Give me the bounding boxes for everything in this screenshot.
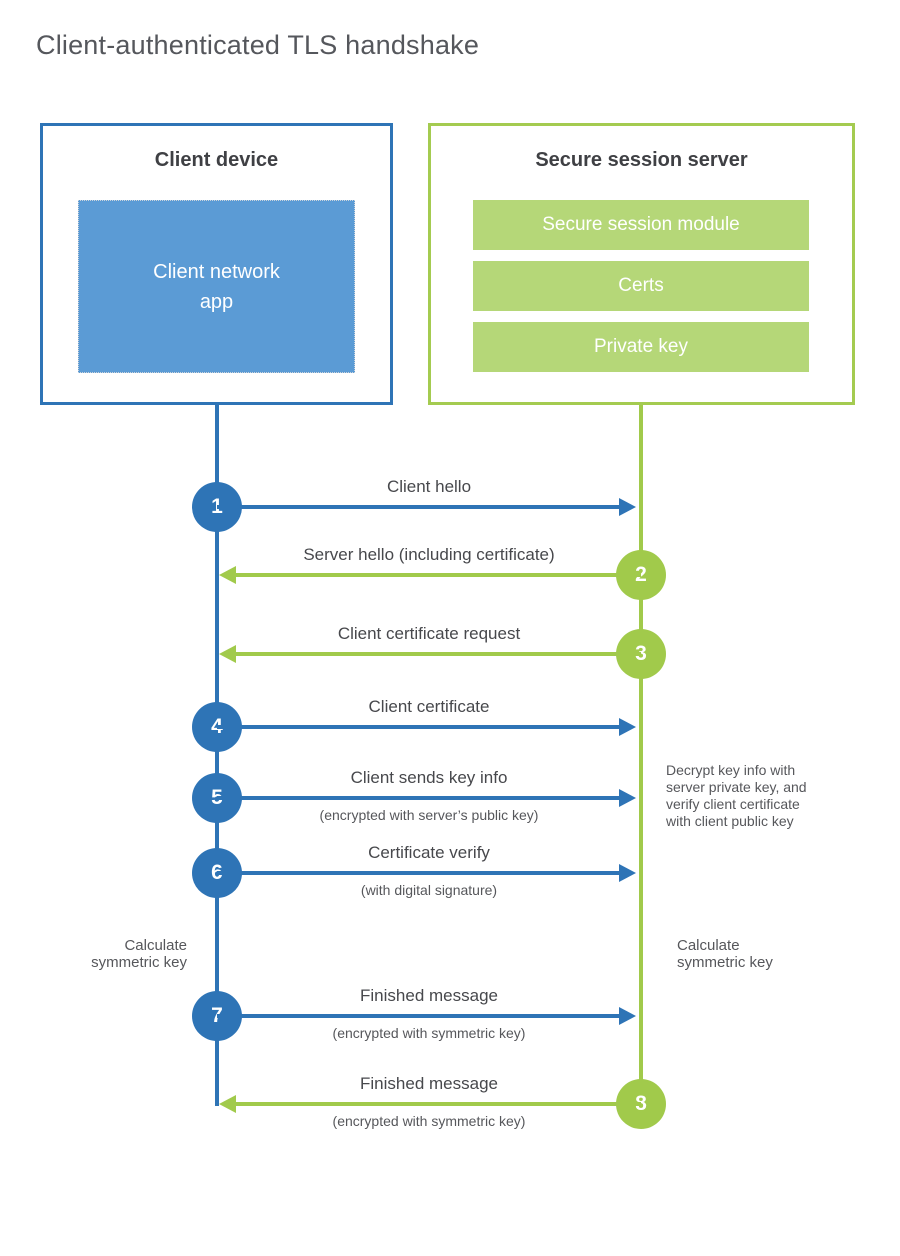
arrowhead-right-icon [619,789,636,807]
message-label-3: Client certificate request [337,624,521,643]
message-label-2: Server hello (including certificate) [303,545,555,564]
client-device-title: Client device [154,149,279,171]
client-app-label-line2: app [199,290,234,313]
message-sublabel-7: (encrypted with symmetric key) [332,1025,526,1041]
message-arrow-6 [217,871,619,875]
server-box-title: Secure session server [535,149,748,171]
message-arrow-8 [236,1102,641,1106]
client-network-app-box: Client network app [78,200,355,373]
message-sublabel-8: (encrypted with symmetric key) [332,1113,526,1129]
arrowhead-right-icon [619,1007,636,1025]
message-arrow-3 [236,652,641,656]
note-calc-left-line1: Calculate [124,937,187,954]
note-calc-left-line2: symmetric key [91,954,187,971]
step-number-2: 2 [635,563,647,586]
message-sublabel-5: (encrypted with server’s public key) [319,807,539,823]
note-calc-right-line2: symmetric key [677,954,773,971]
note-decrypt-line4: with client public key [666,813,794,829]
arrowhead-right-icon [619,864,636,882]
arrowhead-right-icon [619,718,636,736]
arrowhead-right-icon [619,498,636,516]
message-arrow-4 [217,725,619,729]
note-decrypt-line1: Decrypt key info with [666,762,796,778]
arrowhead-left-icon [219,566,236,584]
client-device-box: Client device Client network app [40,123,393,405]
message-arrow-2 [236,573,641,577]
message-label-5: Client sends key info [350,768,508,787]
arrowhead-left-icon [219,1095,236,1113]
server-module-bar-private-key: Private key [473,322,809,372]
step-number-8: 8 [635,1092,647,1115]
note-calc-symmetric-key-server: Calculate symmetric key [677,937,817,971]
note-decrypt-key-info: Decrypt key info with server private key… [666,762,807,830]
client-app-label-line1: Client network [153,260,280,283]
note-decrypt-line3: verify client certificate [666,796,800,812]
secure-session-server-box: Secure session server Secure session mod… [428,123,855,405]
message-sublabel-6: (with digital signature) [360,882,498,898]
note-decrypt-line2: server private key, and [666,779,807,795]
server-module-bar-certs: Certs [473,261,809,311]
note-calc-right-line1: Calculate [677,937,740,954]
message-label-7: Finished message [360,986,498,1005]
message-label-1: Client hello [386,477,472,496]
message-arrow-7 [217,1014,619,1018]
message-arrow-5 [217,796,619,800]
message-label-8: Finished message [360,1074,498,1093]
message-label-4: Client certificate [368,697,490,716]
server-module-bar-secure-session-module: Secure session module [473,200,809,250]
note-calc-symmetric-key-client: Calculate symmetric key [55,937,187,971]
step-number-3: 3 [635,642,647,665]
message-arrow-1 [217,505,619,509]
arrowhead-left-icon [219,645,236,663]
message-label-6: Certificate verify [368,843,490,862]
server-lifeline [639,405,643,1104]
page-title: Client-authenticated TLS handshake [36,30,480,60]
client-lifeline [215,405,219,1106]
